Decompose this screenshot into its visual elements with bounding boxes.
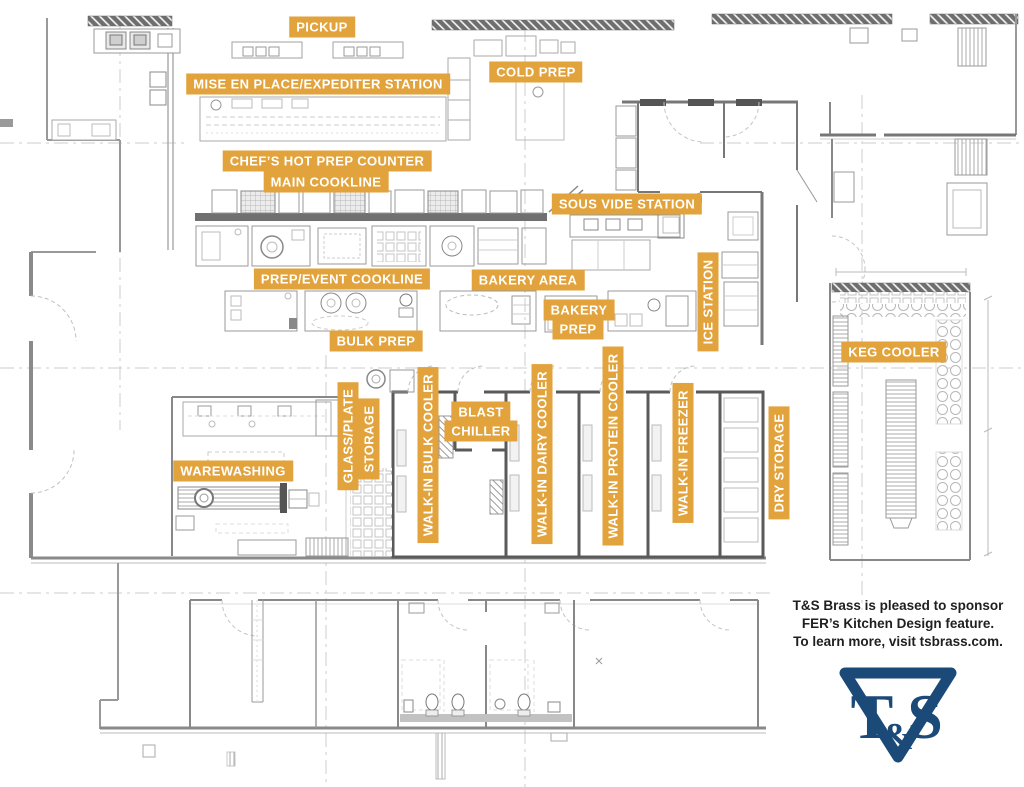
label-warewashing: WAREWASHING [173,460,293,482]
label-chiller: CHILLER [444,420,518,442]
sponsor-line-2: FER’s Kitchen Design feature. [801,616,995,631]
label-bakery-prep-line2: PREP [552,318,604,340]
dry-storage-shelving [723,397,759,543]
label-bulk-prep: BULK PREP [329,330,423,352]
label-walk-in-dairy-cooler: WALK-IN DAIRY COOLER [531,363,553,545]
main-cookline-equipment [195,185,584,267]
label-walk-in-bulk-cooler: WALK-IN BULK COOLER [417,366,439,544]
label-bakery-prep-line1: BAKERY [543,299,615,321]
ts-brass-logo: T S & [839,667,957,763]
label-walk-in-protein-cooler: WALK-IN PROTEIN COOLER [602,346,624,546]
label-sous-vide-station: SOUS VIDE STATION [551,193,703,215]
warewashing-room [171,396,349,557]
sponsor-line-3: To learn more, visit tsbrass.com. [793,634,1003,649]
label-prep-event-cookline: PREP/EVENT COOKLINE [253,268,431,290]
logo-ampersand: & [882,716,914,758]
top-left-room [51,28,181,141]
sponsor-block: T&S Brass is pleased to sponsor FER’s Ki… [770,597,1024,767]
logo-letter-t: T [851,681,894,752]
label-bakery-area: BAKERY AREA [471,269,585,291]
label-mise-en-place: MISE EN PLACE/EXPEDITER STATION [186,73,450,95]
label-glass-plate-storage: STORAGE [358,398,380,480]
label-main-cookline: MAIN COOKLINE [263,171,389,193]
dimension-lines [835,268,993,557]
label-keg-cooler: KEG COOLER [841,341,947,363]
logo-letter-s: S [907,681,943,752]
label-cold-prep: COLD PREP [489,61,583,83]
ice-station-equipment [721,251,759,327]
label-blast: BLAST [451,401,511,423]
pickup-counters [231,41,404,59]
keg-cooler-room [829,268,993,561]
sous-vide-counter [569,211,685,271]
label-walk-in-freezer: WALK-IN FREEZER [672,383,694,523]
sponsor-line-1: T&S Brass is pleased to sponsor [792,598,1004,613]
restroom-fixtures [403,693,561,717]
label-chefs-hot-prep: CHEF’S HOT PREP COUNTER [222,150,432,172]
label-ice-station: ICE STATION [697,252,719,352]
logo-triangle [839,667,957,763]
prep-cookline-equipment [224,290,697,333]
label-glass-plate: GLASS/PLATE [337,381,359,491]
label-pickup: PICKUP [289,16,355,38]
right-wing [820,27,1016,303]
label-dry-storage: DRY STORAGE [768,406,790,520]
restrooms [189,599,759,780]
expediter-counter [199,96,447,142]
